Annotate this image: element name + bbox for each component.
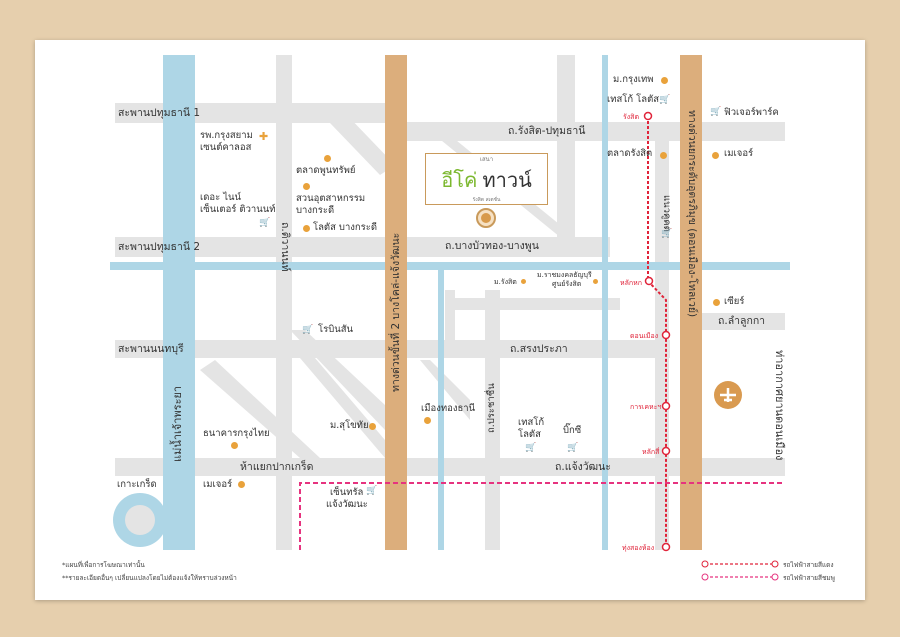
shopping-cart-icon: 🛒	[302, 325, 314, 335]
station-label: รังสิต	[623, 113, 639, 121]
road-label: ถ.รังสิต-ปทุมธานี	[508, 125, 586, 137]
poi-label: เกาะเกร็ด	[117, 479, 157, 490]
station-markers	[643, 111, 671, 552]
poi-label: ธนาคารกรุงไทย	[203, 428, 270, 439]
shopping-cart-icon: 🛒	[659, 95, 671, 105]
poi-dot-icon	[231, 442, 238, 449]
river-label: แม่น้ำเจ้าพระยา	[171, 385, 184, 462]
poi-label: เซนต์คาลอส	[200, 142, 252, 153]
disclaimer-note: *แผนที่เพื่อการโฆษณาเท่านั้น	[62, 561, 145, 569]
airport-label: ท่าอากาศยานดอนเมือง	[773, 350, 786, 461]
station-label: การเคหะฯ	[630, 403, 662, 411]
poi-dot-icon	[713, 299, 720, 306]
road-label: ถ.บางบัวทอง-บางพูน	[445, 240, 539, 252]
poi-dot-icon	[303, 225, 310, 232]
legend-pink-line: รถไฟฟ้าสายสีชมพู	[783, 574, 835, 582]
project-logo: เสนา อีโค่ ทาวน์ รังสิต สเตชั่น	[425, 153, 548, 205]
road-label: ทางด่วนขั้นที่ 2 บางโคล่-แจ้งวัฒนะ	[390, 232, 402, 392]
poi-label: ตลาดรังสิต	[607, 148, 653, 159]
poi-dot-icon	[424, 417, 431, 424]
poi-label: ศูนย์รังสิต	[552, 280, 582, 288]
poi-label: บิ๊กซี	[563, 425, 582, 436]
poi-label: ม.ราชมงคลธัญบุรี	[537, 271, 592, 279]
road-label: ห้าแยกปากเกร็ด	[240, 461, 314, 473]
poi-label: ม.สุโขทัย	[330, 420, 369, 431]
poi-label: เซียร์	[724, 296, 745, 307]
poi-dot-icon	[712, 152, 719, 159]
poi-label: โรบินสัน	[318, 324, 354, 335]
poi-label: เซ็นเตอร์ ติวานนท์	[200, 204, 276, 215]
poi-dot-icon	[660, 152, 667, 159]
poi-label: โลตัส	[518, 429, 541, 440]
road-label: ถ.แจ้งวัฒนะ	[555, 461, 611, 473]
station-label: หลักหก	[620, 279, 642, 287]
disclaimer-note: **รายละเอียดอื่นๆ เปลี่ยนแปลงโดยไม่ต้องแ…	[62, 574, 237, 582]
road-label: ถ.ประชาชื่น	[486, 383, 497, 433]
poi-label: เดอะ ไนน์	[200, 192, 242, 203]
shopping-cart-icon: 🛒	[710, 107, 722, 117]
road-label: ถ.สรงประภา	[510, 343, 568, 355]
poi-label: ฟิวเจอร์พาร์ค	[724, 107, 779, 118]
poi-label: โลตัส บางกระดี	[313, 222, 378, 233]
road-label: ถ.ลำลูกกา	[718, 315, 766, 327]
poi-label: เมืองทองธานี	[421, 403, 476, 414]
poi-label: ม.รังสิต	[494, 278, 517, 286]
poi-dot-icon	[303, 183, 310, 190]
shopping-cart-icon: 🛒	[259, 218, 271, 228]
station-label: ดอนเมือง	[630, 332, 659, 340]
poi-label: เมเจอร์	[724, 148, 754, 159]
station-label: ทุ่งสองห้อง	[622, 544, 655, 552]
poi-dot-icon	[238, 481, 245, 488]
hospital-icon: ✚	[259, 130, 269, 143]
red-line	[647, 116, 667, 547]
poi-dot-icon	[593, 279, 598, 284]
poi-label: รพ.กรุงสยาม	[200, 130, 253, 141]
poi-label: แจ้งวัฒนะ	[326, 499, 368, 510]
poi-label: ม.กรุงเทพ	[613, 74, 654, 85]
poi-label: สวนอุตสาหกรรม	[296, 193, 366, 204]
poi-dot-icon	[369, 423, 376, 430]
waterways	[110, 55, 790, 550]
poi-dot-icon	[661, 77, 668, 84]
road-label: ทางด่วนยกระดับอุตรภิมุข (ดอนเมือง-โทลเวย…	[686, 110, 698, 318]
poi-dot-icon	[324, 155, 331, 162]
road-label: ถ.ติวานนท์	[279, 222, 291, 272]
legend-red-line: รถไฟฟ้าสายสีแดง	[783, 561, 834, 569]
shopping-cart-icon: 🛒	[525, 443, 537, 453]
koh-kret-island	[125, 505, 155, 535]
pink-line	[299, 482, 785, 550]
poi-label: เซ็นทรัล	[330, 487, 364, 498]
poi-label: เทสโก้	[518, 417, 545, 428]
road-label: สะพานปทุมธานี 1	[118, 107, 201, 119]
poi-label: เทสโก้ โลตัส	[607, 94, 660, 105]
station-label: หลักสี่	[642, 448, 660, 456]
poi-dot-icon	[521, 279, 526, 284]
road-label: สะพานนนทบุรี	[118, 343, 184, 355]
poi-label: บางกระดี	[296, 205, 335, 216]
expressways	[385, 55, 702, 550]
shopping-cart-icon: 🛒	[661, 229, 673, 239]
shopping-cart-icon: 🛒	[366, 486, 378, 496]
road-label: แนวคูคต	[661, 195, 672, 232]
poi-label: เมเจอร์	[203, 479, 233, 490]
shopping-cart-icon: 🛒	[567, 443, 579, 453]
road-label: สะพานปทุมธานี 2	[118, 241, 201, 253]
poi-label: ตลาดพูนทรัพย์	[296, 165, 356, 176]
